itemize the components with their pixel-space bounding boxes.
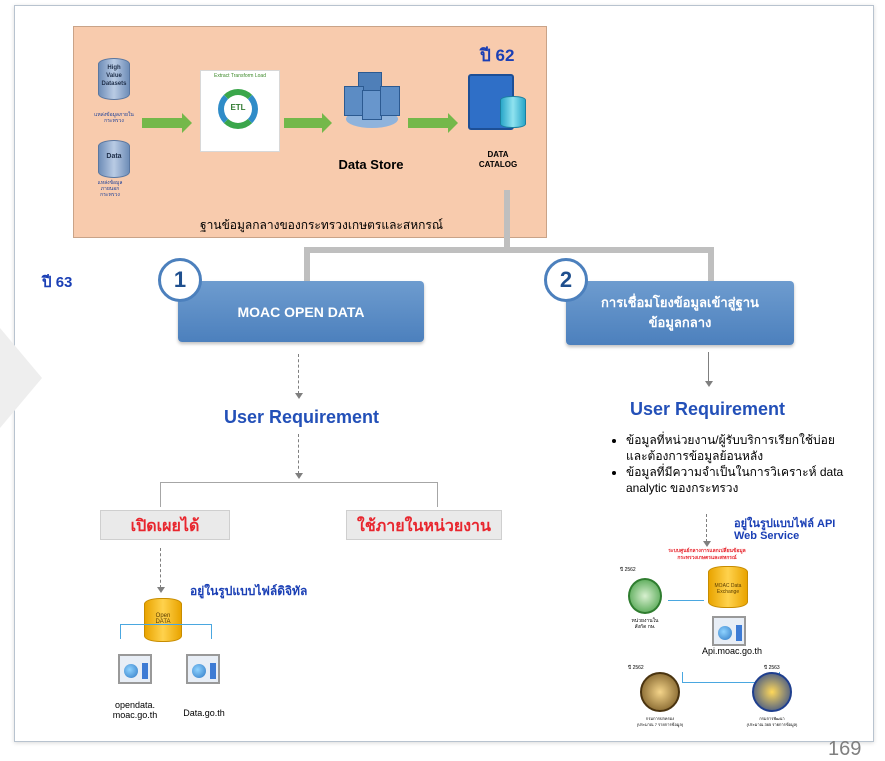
year-b-label: ปี 2562 xyxy=(628,665,644,671)
data-catalog-icon xyxy=(464,72,530,144)
api-site-label: Api.moac.go.th xyxy=(701,646,763,656)
branch1-user-requirement: User Requirement xyxy=(224,407,380,427)
public-dotted-arrow xyxy=(157,548,165,593)
internal-option-label: ใช้ภายในหน่วยงาน xyxy=(357,518,491,535)
split-bracket xyxy=(160,482,438,507)
arrow-to-etl xyxy=(142,113,192,133)
agency-c-seal-icon xyxy=(752,672,792,712)
digital-file-note: อยู่ในรูปแบบไฟล์ดิจิทัล xyxy=(190,584,308,598)
year-63-label: ปี 63 xyxy=(42,274,73,291)
branch1-dotted-arrow-2 xyxy=(295,434,303,479)
etl-label: ETL xyxy=(230,103,246,112)
agency-a-label: หน่วยงานใน สังกัด กษ. xyxy=(631,618,659,630)
db2-title: Data xyxy=(106,153,122,160)
exchange-db-label: MOAC Data Exchange xyxy=(714,583,742,595)
central-database-panel xyxy=(73,26,547,238)
branch2-bullet-list: ข้อมูลที่หน่วยงาน/ผู้รับบริการเรียกใช้บ่… xyxy=(612,432,852,496)
agency-b-seal-icon xyxy=(640,672,680,712)
agency-a-seal-icon xyxy=(628,578,662,614)
branch1-number-badge: 1 xyxy=(158,258,202,302)
branch2-title: การเชื่อมโยงข้อมูลเข้าสู่ฐานข้อมูลกลาง xyxy=(601,295,759,330)
branch2-bullet: ข้อมูลที่มีความจำเป็นในการวิเคราะห์ data… xyxy=(626,464,852,496)
open-data-line2: DATA xyxy=(155,619,171,625)
internal-option-box xyxy=(346,510,502,540)
data-store-server-icon xyxy=(338,68,402,134)
etl-header: Extract Transform Load xyxy=(214,73,266,79)
moac-exchange-db-icon: MOAC Data Exchange xyxy=(708,566,748,608)
db2-caption: แหล่งข้อมูลภายนอกกระทรวง xyxy=(97,180,123,198)
api-dotted-arrow xyxy=(703,514,711,547)
opendata-site-label: opendata. moac.go.th xyxy=(112,700,158,720)
api-site-icon xyxy=(712,616,746,646)
connector-vertical xyxy=(504,190,510,250)
exchange-center-label: ระบบศูนย์กลางการแลกเปลี่ยนข้อมูล กระทรวง… xyxy=(668,548,746,561)
db1-title: High Value Datasets xyxy=(101,65,127,87)
catalog-cylinder xyxy=(500,96,526,128)
agency-c-label: กรมการพัฒนา (ประมาณ 365 รายการข้อมูล) xyxy=(746,716,798,727)
open-data-line1: Open xyxy=(155,613,171,619)
data-db-icon: Data xyxy=(98,140,130,178)
connector-left-drop xyxy=(304,247,310,283)
branch2-user-requirement: User Requirement xyxy=(630,399,786,419)
catalog-line2: CATALOG xyxy=(478,160,518,169)
arrow-to-catalog xyxy=(408,113,458,133)
opendata-site-icon xyxy=(118,654,152,684)
year-c-label: ปี 2563 xyxy=(764,665,780,671)
data-linkage-box: การเชื่อมโยงข้อมูลเข้าสู่ฐานข้อมูลกลาง xyxy=(566,281,794,345)
etl-icon: Extract Transform Load ETL xyxy=(200,70,280,152)
central-db-caption: ฐานข้อมูลกลางของกระทรวงเกษตรและสหกรณ์ xyxy=(200,218,443,232)
high-value-datasets-db-icon: High Value Datasets xyxy=(98,58,130,100)
branch1-title: MOAC OPEN DATA xyxy=(237,303,365,320)
agency-a-line xyxy=(668,600,704,601)
branch2-number-badge: 2 xyxy=(544,258,588,302)
arrow-to-datastore xyxy=(284,113,332,133)
year-62-label: ปี 62 xyxy=(480,46,515,65)
connector-right-drop xyxy=(708,247,714,283)
open-data-bracket xyxy=(120,624,212,639)
server-rack xyxy=(380,86,400,116)
server-rack xyxy=(362,90,382,120)
year-a-label: ปี 2562 xyxy=(620,567,636,573)
catalog-line1: DATA xyxy=(487,150,509,159)
datagoth-site-label: Data.go.th xyxy=(183,708,225,718)
branch2-dotted-arrow xyxy=(705,352,713,387)
connector-horizontal xyxy=(304,247,714,253)
public-option-box xyxy=(100,510,230,540)
moac-open-data-box: MOAC OPEN DATA xyxy=(178,281,424,342)
server-rack xyxy=(344,86,364,116)
datagoth-site-icon xyxy=(186,654,220,684)
api-format-note: อยู่ในรูปแบบไฟล์ API Web Service xyxy=(734,518,836,542)
etl-cycle-icon xyxy=(218,89,258,129)
open-data-db-icon: Open DATA xyxy=(144,598,182,642)
db1-caption: แหล่งข้อมูลภายในกระทรวง xyxy=(94,112,134,124)
branch2-bullet: ข้อมูลที่หน่วยงาน/ผู้รับบริการเรียกใช้บ่… xyxy=(626,432,852,464)
public-option-label: เปิดเผยได้ xyxy=(130,518,200,535)
branch1-dotted-arrow xyxy=(295,354,303,399)
agency-b-label: กรมการปกครอง (ประมาณ 7 รายการข้อมูล) xyxy=(636,716,684,727)
page-number: 169 xyxy=(828,738,862,760)
data-store-label: Data Store xyxy=(338,157,404,172)
slide-nav-chevron xyxy=(0,328,42,428)
